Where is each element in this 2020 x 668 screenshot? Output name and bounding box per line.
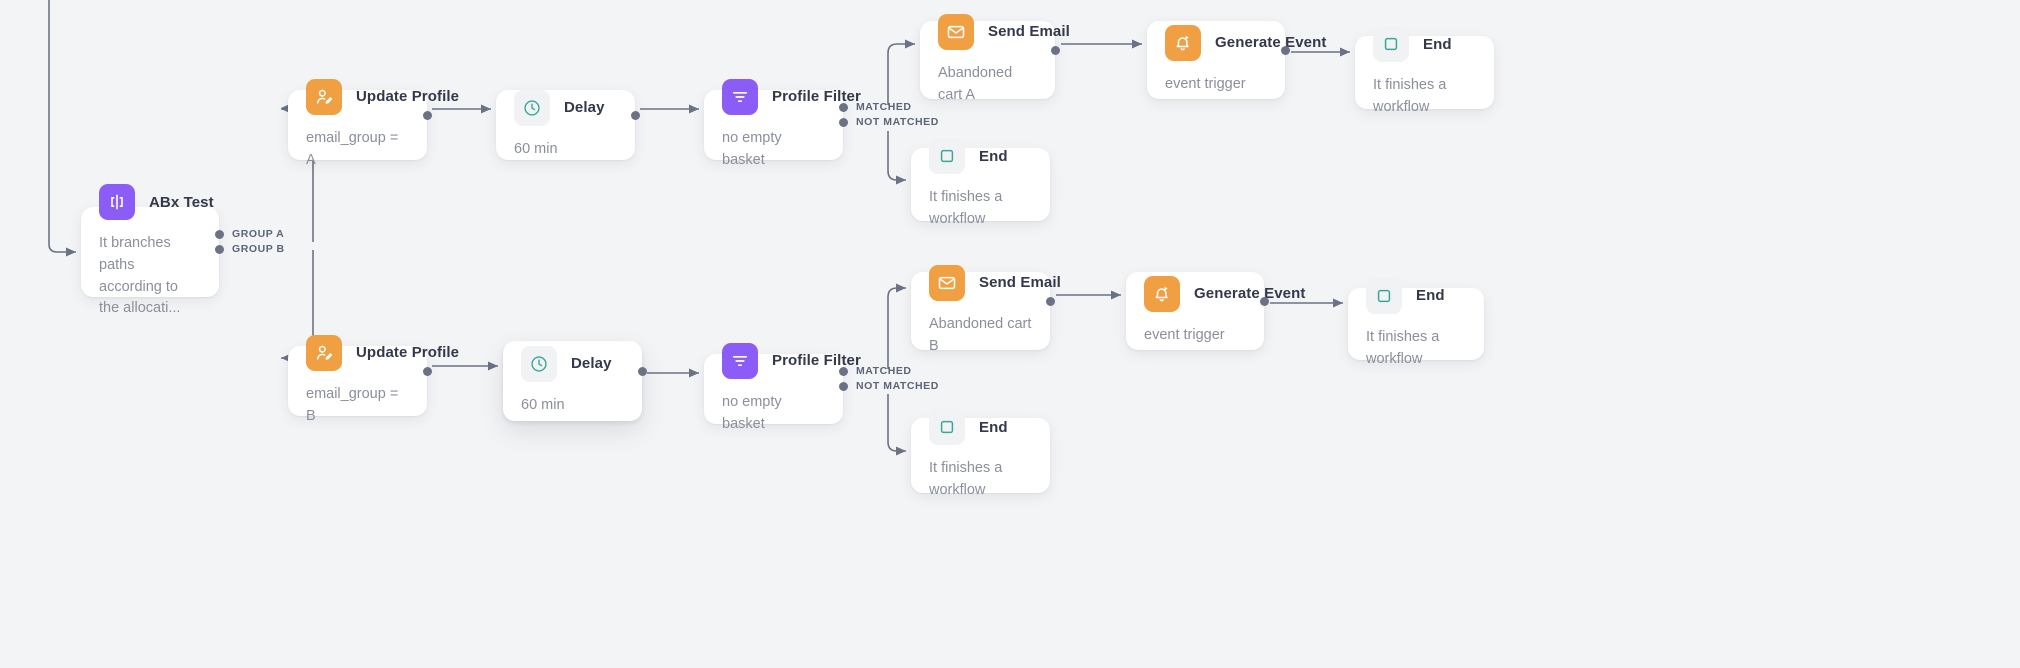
node-header: ABx Test — [81, 184, 219, 220]
node-title: End — [1416, 287, 1445, 305]
node-title: Generate Event — [1215, 34, 1327, 52]
node-subtitle: 60 min — [521, 396, 565, 413]
node-subtitle: It finishes a workflow — [1366, 328, 1440, 367]
port-out[interactable] — [1260, 297, 1269, 306]
node-subtitle: 60 min — [514, 140, 558, 157]
node-header: End — [911, 138, 1050, 175]
port-matched-label: MATCHED — [856, 365, 912, 377]
node-subtitle: It finishes a workflow — [1373, 77, 1447, 115]
node-subtitle: email_group = A — [306, 129, 399, 168]
end-b-not-matched-node[interactable]: End It finishes a workflow — [911, 409, 1050, 498]
split-branch-icon — [99, 184, 135, 220]
node-header: Update Profile — [288, 334, 459, 371]
node-title: Profile Filter — [772, 352, 861, 370]
node-subtitle: event trigger — [1165, 75, 1246, 92]
abx-test-node[interactable]: ABx Test It branches paths according to t… — [81, 184, 219, 316]
node-subtitle: Abandoned cart A — [938, 64, 1013, 103]
bell-event-icon — [1144, 275, 1180, 312]
port-not-matched[interactable] — [839, 382, 848, 391]
node-header: Profile Filter — [704, 78, 861, 115]
node-header: End — [1348, 277, 1484, 314]
node-header: End — [911, 409, 1050, 446]
node-title: Delay — [564, 99, 605, 117]
node-title: End — [979, 147, 1008, 165]
node-title: Update Profile — [356, 88, 460, 106]
node-header: Send Email — [911, 264, 1061, 301]
node-header: Update Profile — [288, 78, 459, 115]
node-header: Delay — [496, 89, 635, 126]
node-title: Delay — [571, 355, 612, 373]
port-out[interactable] — [1281, 46, 1290, 55]
delay-b-node[interactable]: Delay 60 min — [503, 341, 642, 421]
envelope-icon — [938, 13, 974, 50]
clock-icon — [514, 89, 550, 126]
generate-event-b-node[interactable]: Generate Event event trigger — [1126, 272, 1305, 350]
port-out[interactable] — [423, 111, 432, 120]
node-title: Profile Filter — [772, 88, 861, 106]
node-header: Generate Event — [1147, 24, 1326, 61]
node-subtitle: no empty basket — [722, 129, 782, 168]
port-out[interactable] — [423, 367, 432, 376]
node-title: End — [979, 418, 1008, 436]
port-matched[interactable] — [839, 103, 848, 112]
port-matched-label: MATCHED — [856, 101, 912, 113]
profile-filter-b-node[interactable]: Profile Filter no empty basket — [704, 342, 861, 432]
node-header: Generate Event — [1126, 275, 1305, 312]
node-subtitle: no empty basket — [722, 393, 782, 432]
user-edit-icon — [306, 334, 342, 371]
profile-filter-a-node[interactable]: Profile Filter no empty basket — [704, 78, 861, 168]
node-title: ABx Test — [149, 193, 214, 211]
square-stop-icon — [1373, 26, 1409, 63]
filter-icon — [722, 342, 758, 379]
node-subtitle: email_group = B — [306, 385, 399, 424]
port-out[interactable] — [1046, 297, 1055, 306]
delay-a-node[interactable]: Delay 60 min — [496, 89, 635, 160]
port-not-matched[interactable] — [839, 118, 848, 127]
port-group-a[interactable] — [215, 230, 224, 239]
node-subtitle: It branches paths according to the alloc… — [99, 235, 181, 317]
port-not-matched-label: NOT MATCHED — [856, 116, 939, 128]
node-subtitle: It finishes a workflow — [929, 460, 1003, 498]
square-stop-icon — [929, 409, 965, 446]
node-subtitle: Abandoned cart B — [929, 315, 1032, 354]
update-profile-b-node[interactable]: Update Profile email_group = B — [288, 334, 459, 424]
generate-event-a-node[interactable]: Generate Event event trigger — [1147, 21, 1326, 99]
end-a-not-matched-node[interactable]: End It finishes a workflow — [911, 138, 1050, 227]
node-title: Generate Event — [1194, 285, 1306, 303]
clock-icon — [521, 345, 557, 382]
port-group-a-label: GROUP A — [232, 228, 285, 240]
filter-icon — [722, 78, 758, 115]
node-title: Send Email — [988, 23, 1070, 41]
port-matched[interactable] — [839, 367, 848, 376]
port-out[interactable] — [1051, 46, 1060, 55]
node-header: Send Email — [920, 13, 1070, 50]
port-out[interactable] — [631, 111, 640, 120]
user-edit-icon — [306, 78, 342, 115]
port-group-b-label: GROUP B — [232, 243, 285, 255]
node-title: End — [1423, 35, 1452, 53]
port-not-matched-label: NOT MATCHED — [856, 380, 939, 392]
end-a-node[interactable]: End It finishes a workflow — [1355, 26, 1494, 115]
envelope-icon — [929, 264, 965, 301]
node-title: Update Profile — [356, 344, 460, 362]
end-b-node[interactable]: End It finishes a workflow — [1348, 277, 1484, 367]
node-subtitle: event trigger — [1144, 326, 1225, 343]
node-header: End — [1355, 26, 1494, 63]
node-header: Profile Filter — [704, 342, 861, 379]
node-header: Delay — [503, 345, 642, 382]
node-title: Send Email — [979, 274, 1061, 292]
port-group-b[interactable] — [215, 245, 224, 254]
port-out[interactable] — [638, 367, 647, 376]
square-stop-icon — [1366, 277, 1402, 314]
square-stop-icon — [929, 138, 965, 175]
node-subtitle: It finishes a workflow — [929, 189, 1003, 227]
bell-event-icon — [1165, 24, 1201, 61]
update-profile-a-node[interactable]: Update Profile email_group = A — [288, 78, 459, 168]
